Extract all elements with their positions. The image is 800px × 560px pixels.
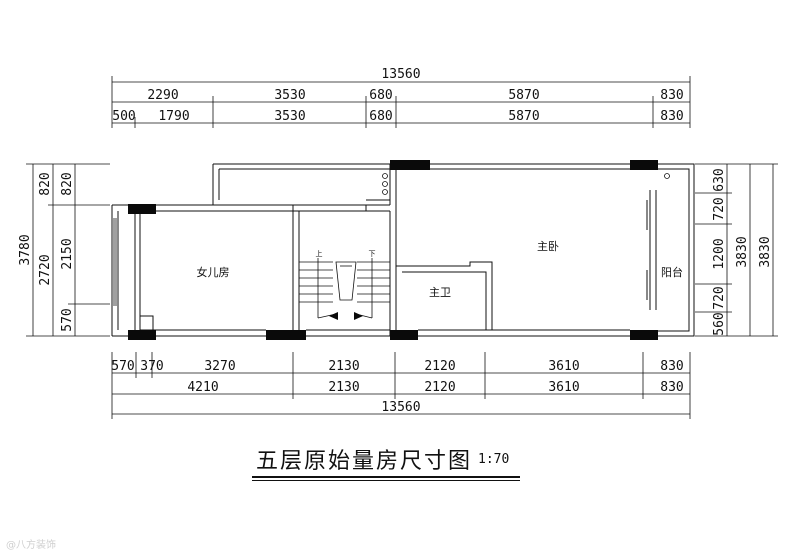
right-middle-dim: 3830 — [735, 236, 750, 267]
right-inner-dim-3: 1200 — [712, 238, 727, 269]
right-outer-dim: 3830 — [758, 236, 773, 267]
top-dim-1: 2290 — [147, 88, 178, 103]
right-inner-dim-4: 720 — [712, 286, 727, 309]
stair-treads — [298, 255, 390, 330]
right-inner-dim-2: 720 — [712, 197, 727, 220]
drawing-scale: 1:70 — [478, 452, 510, 467]
bottom-dim-3: 3270 — [204, 359, 235, 374]
fixture-marks — [382, 173, 670, 195]
bottom-dim-4: 2130 — [328, 359, 359, 374]
top-dimensions: 13560 2290 3530 680 5870 830 500 1790 35… — [111, 67, 691, 128]
room-label-balcony: 阳台 — [661, 265, 683, 279]
right-dimensions: 630 720 1200 720 560 3830 3830 — [695, 163, 778, 337]
title-underline — [252, 476, 520, 478]
bottom2-dim-5: 830 — [660, 380, 683, 395]
bottom2-dim-3: 2120 — [424, 380, 455, 395]
structural-columns — [128, 160, 658, 340]
left-inner-dim-1: 820 — [60, 172, 75, 195]
left-top-dim: 820 — [38, 172, 53, 195]
plan-walls — [111, 163, 695, 337]
bottom-dim-7: 830 — [660, 359, 683, 374]
left-total-dim: 3780 — [18, 234, 33, 265]
top-total-dim: 13560 — [381, 67, 420, 82]
room-label-master: 主卧 — [537, 240, 559, 253]
left-outer-dim: 2720 — [38, 254, 53, 285]
top-dim-4: 5870 — [508, 88, 539, 103]
bottom2-dim-4: 3610 — [548, 380, 579, 395]
bottom-dim-6: 3610 — [548, 359, 579, 374]
stair-down-label: 下 — [369, 250, 376, 258]
left-dimensions: 3780 2720 820 820 2150 570 — [18, 163, 110, 337]
top2-dim-5: 5870 — [508, 109, 539, 124]
title-underline-thin — [252, 480, 520, 481]
bottom2-dim-2: 2130 — [328, 380, 359, 395]
top2-dim-1: 500 — [112, 109, 135, 124]
top-dim-2: 3530 — [274, 88, 305, 103]
drawing-title: 五层原始量房尺寸图 — [256, 449, 473, 474]
bottom-total-dim: 13560 — [381, 400, 420, 415]
stair-up-label: 上 — [316, 249, 323, 258]
room-label-bath: 主卫 — [429, 286, 451, 299]
stair-arrow-left — [329, 312, 338, 320]
left-inner-dim-3: 570 — [60, 308, 75, 331]
watermark: @八方装饰 — [6, 540, 56, 551]
bottom-dim-1: 570 — [111, 359, 134, 374]
left-window — [113, 218, 117, 306]
right-inner-dim-5: 560 — [712, 312, 727, 335]
stair-arrow-right — [354, 312, 363, 320]
bottom-dim-2: 370 — [140, 359, 163, 374]
top2-dim-2: 1790 — [158, 109, 189, 124]
bottom2-dim-1: 4210 — [187, 380, 218, 395]
top2-dim-4: 680 — [369, 109, 392, 124]
top-dim-5: 830 — [660, 88, 683, 103]
room-label-daughter: 女儿房 — [197, 265, 230, 279]
right-inner-dim-1: 630 — [712, 168, 727, 191]
top2-dim-6: 830 — [660, 109, 683, 124]
bottom-dimensions: 570 370 3270 2130 2120 3610 830 4210 213… — [111, 352, 691, 419]
bottom-dim-5: 2120 — [424, 359, 455, 374]
top2-dim-3: 3530 — [274, 109, 305, 124]
left-inner-dim-2: 2150 — [60, 238, 75, 269]
top-dim-3: 680 — [369, 88, 392, 103]
